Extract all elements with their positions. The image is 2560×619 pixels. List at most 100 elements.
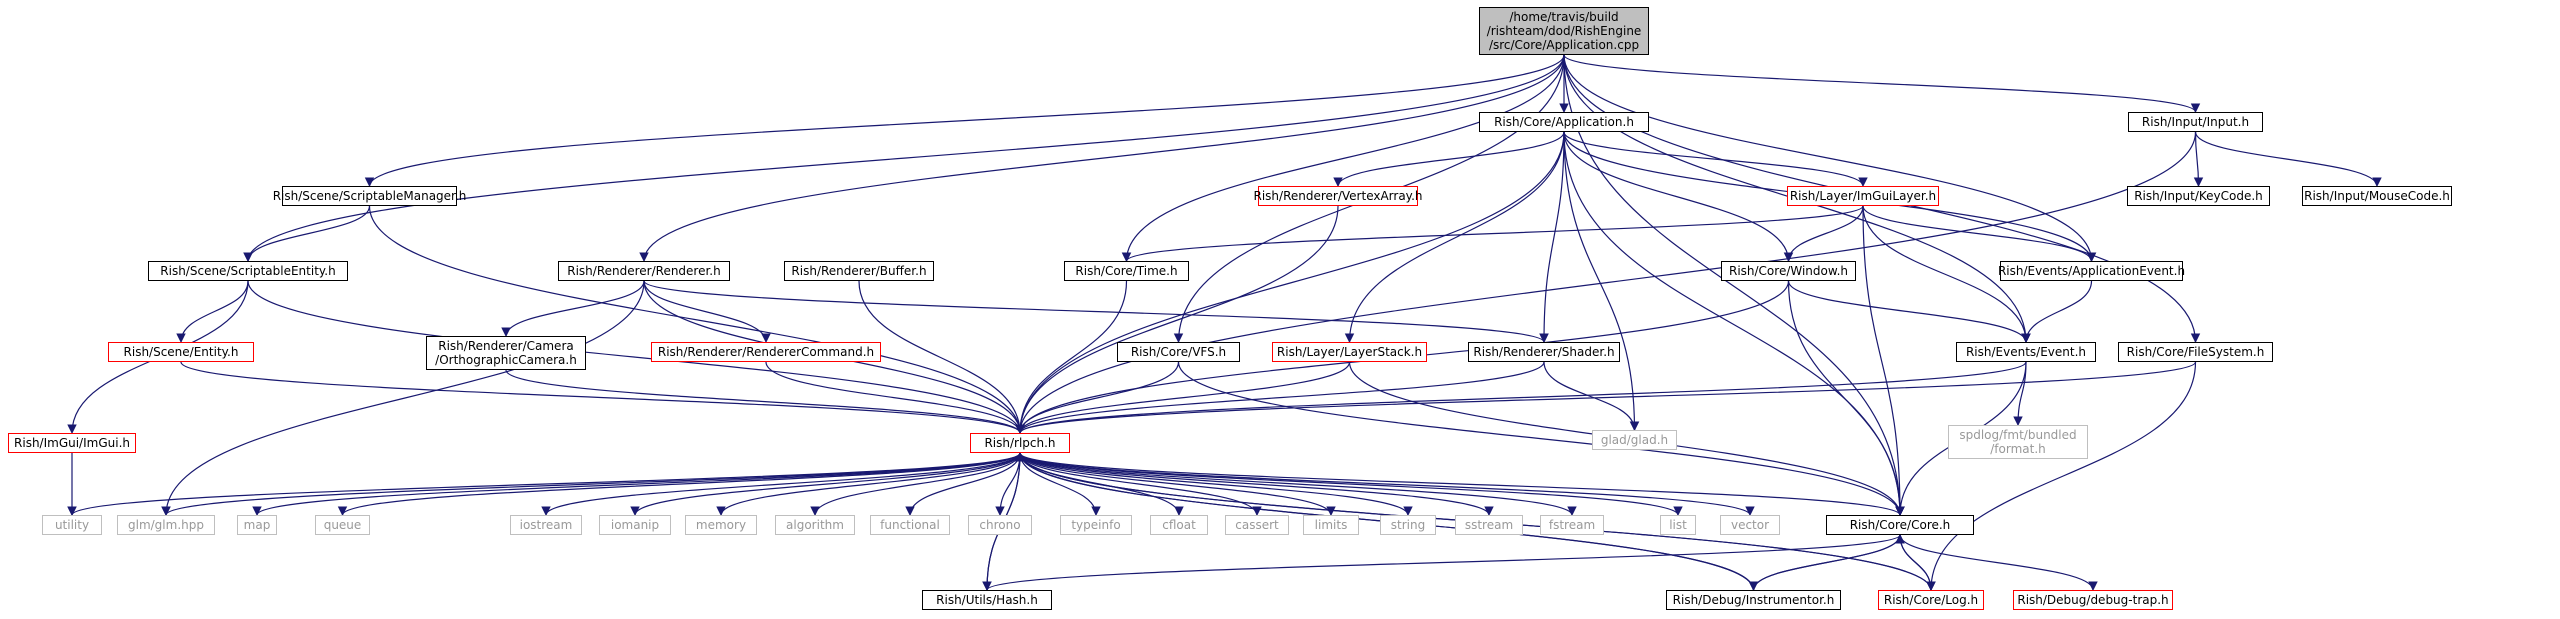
dependency-edge [1019, 452, 1905, 516]
dependency-edge [505, 369, 1025, 434]
node-hash-h[interactable]: Rish/Utils/Hash.h [922, 590, 1052, 610]
dependency-edge [1015, 361, 1351, 434]
node-sstream: sstream [1455, 515, 1523, 535]
node-filesystem-h[interactable]: Rish/Core/FileSystem.h [2118, 342, 2273, 362]
dependency-edge [1015, 361, 1180, 434]
dependency-edge [1563, 54, 2201, 113]
dependency-edge [1015, 361, 2027, 434]
dependency-edge [630, 452, 1021, 516]
node-chrono: chrono [968, 515, 1032, 535]
edge-layer [67, 54, 2382, 591]
dependency-edge [1019, 452, 1494, 516]
node-map: map [237, 515, 277, 535]
dependency-edge [765, 361, 1025, 434]
dependency-edge [643, 280, 771, 343]
node-event-h[interactable]: Rish/Events/Event.h [1956, 342, 2096, 362]
node-imgui-h[interactable]: Rish/ImGui/ImGui.h [8, 433, 136, 453]
dependency-edge [1563, 131, 1794, 262]
dependency-edge [1563, 54, 2097, 262]
dependency-edge [1015, 131, 2197, 434]
dependency-edge [639, 54, 1565, 262]
node-application-cpp[interactable]: /home/travis/build /rishteam/dod/RishEng… [1479, 7, 1649, 55]
node-log-h[interactable]: Rish/Core/Log.h [1878, 590, 1984, 610]
dependency-edge [1019, 452, 1577, 516]
dependency-edge [1019, 452, 1683, 516]
node-iostream: iostream [510, 515, 582, 535]
dependency-edge [176, 280, 249, 343]
dependency-edge [180, 361, 1025, 434]
dependency-edge [541, 452, 1021, 516]
node-vector: vector [1720, 515, 1780, 535]
node-renderer-command-h[interactable]: Rish/Renderer/RendererCommand.h [651, 342, 881, 362]
dependency-edge [1121, 205, 1864, 262]
dependency-edge [1543, 361, 1640, 431]
node-window-h[interactable]: Rish/Core/Window.h [1721, 261, 1856, 281]
node-vertex-array-h[interactable]: Rish/Renderer/VertexArray.h [1254, 186, 1423, 206]
node-application-event-h[interactable]: Rish/Events/ApplicationEvent.h [1998, 261, 2185, 281]
dependency-edge [1019, 452, 1101, 516]
node-debug-trap-h[interactable]: Rish/Debug/debug-trap.h [2013, 590, 2173, 610]
node-fstream: fstream [1540, 515, 1604, 535]
dependency-edge [243, 205, 371, 262]
node-time-h[interactable]: Rish/Core/Time.h [1064, 261, 1189, 281]
dependency-edge [1121, 54, 1565, 262]
dependency-edge [1019, 452, 1413, 516]
dependency-edge [1752, 534, 1905, 591]
node-scriptable-entity-h[interactable]: Rish/Scene/ScriptableEntity.h [148, 261, 348, 281]
dependency-edge [1539, 131, 1565, 343]
node-instrumentor-h[interactable]: Rish/Debug/Instrumentor.h [1666, 590, 1841, 610]
node-memory: memory [685, 515, 757, 535]
dependency-edge [1563, 54, 1905, 516]
node-typeinfo: typeinfo [1060, 515, 1132, 535]
node-layer-stack-h[interactable]: Rish/Layer/LayerStack.h [1272, 342, 1427, 362]
dependency-edge [1787, 280, 2031, 343]
node-keycode-h[interactable]: Rish/Input/KeyCode.h [2127, 186, 2270, 206]
node-limits: limits [1303, 515, 1359, 535]
node-cassert: cassert [1225, 515, 1289, 535]
node-scriptable-manager-h[interactable]: Rish/Scene/ScriptableManager.h [273, 186, 466, 206]
dependency-edge [1019, 452, 1336, 516]
dependency-edge [337, 452, 1021, 516]
node-algorithm: algorithm [775, 515, 855, 535]
node-buffer-h[interactable]: Rish/Renderer/Buffer.h [784, 261, 934, 281]
node-orthographic-camera-h[interactable]: Rish/Renderer/Camera /OrthographicCamera… [426, 336, 586, 370]
dependency-edge [247, 280, 1025, 434]
node-utility: utility [42, 515, 102, 535]
dependency-edge [243, 54, 1565, 262]
node-spdlog-format-h: spdlog/fmt/bundled /format.h [1948, 425, 2088, 459]
dependency-edge [1333, 131, 1565, 187]
dependency-edge [1862, 205, 2097, 262]
dependency-edge [1899, 534, 2098, 591]
dependency-edge [1015, 361, 2197, 434]
node-input-h[interactable]: Rish/Input/Input.h [2128, 112, 2263, 132]
dependency-edge [67, 452, 1021, 516]
dependency-edge [1177, 361, 1905, 516]
node-entity-h[interactable]: Rish/Scene/Entity.h [108, 342, 254, 362]
node-shader-h[interactable]: Rish/Renderer/Shader.h [1468, 342, 1620, 362]
dependency-edge [2021, 280, 2093, 343]
node-vfs-h[interactable]: Rish/Core/VFS.h [1117, 342, 1240, 362]
dependency-edge [501, 280, 645, 337]
node-string: string [1380, 515, 1436, 535]
dependency-edge [1019, 452, 1755, 516]
dependency-edge [716, 452, 1021, 516]
dependency-edge [252, 452, 1021, 516]
node-glad-h: glad/glad.h [1592, 430, 1677, 450]
dependency-edge [1862, 205, 2031, 343]
dependency-edge [1563, 131, 1868, 187]
dependency-edge [161, 452, 1021, 516]
dependency-edge [1015, 131, 1565, 434]
dependency-edge [905, 452, 1021, 516]
node-core-application-h[interactable]: Rish/Core/Application.h [1479, 112, 1649, 132]
node-mousecode-h[interactable]: Rish/Input/MouseCode.h [2302, 186, 2452, 206]
node-rlpch-h[interactable]: Rish/rlpch.h [970, 433, 1070, 453]
node-renderer-h[interactable]: Rish/Renderer/Renderer.h [558, 261, 730, 281]
dependency-edge [643, 280, 1549, 343]
node-imgui-layer-h[interactable]: Rish/Layer/ImGuiLayer.h [1787, 186, 1939, 206]
node-glm-hpp: glm/glm.hpp [117, 515, 215, 535]
dependency-edge [1862, 205, 1905, 516]
node-core-h[interactable]: Rish/Core/Core.h [1826, 515, 1974, 535]
node-iomanip: iomanip [599, 515, 671, 535]
dependency-edge [368, 205, 1025, 434]
